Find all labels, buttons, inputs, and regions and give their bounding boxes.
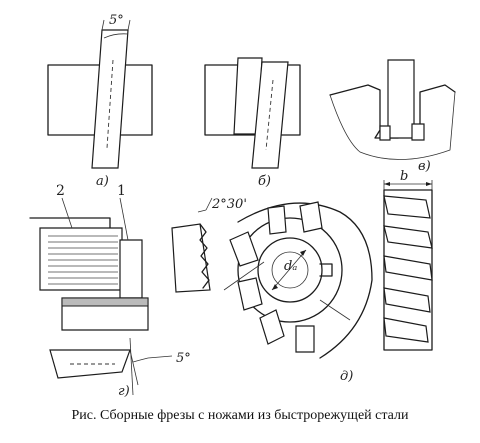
view-c-label: в) (418, 159, 431, 174)
view-a-blade-at-5-degrees: 5° а) (47, 13, 153, 189)
view-a-angle-label: 5° (109, 13, 124, 28)
view-b-label: б) (258, 174, 271, 189)
view-d-label: г) (118, 384, 130, 399)
view-e-cutter-assembly: 2°30' dₐ д) (171, 197, 373, 384)
view-e-side-teeth (383, 195, 433, 343)
figure-caption: Рис. Сборные фрезы с ножами из быстрореж… (71, 408, 409, 423)
view-e-label: д) (340, 369, 353, 384)
view-a-label: а) (96, 174, 109, 189)
view-d-part-2-label: 2 (56, 183, 65, 199)
view-d-angle-label: 5° (176, 351, 191, 366)
view-e-bore-label: dₐ (284, 259, 297, 274)
view-d-hatching (48, 235, 118, 285)
view-e-width-label: b (400, 169, 408, 184)
view-e-angle-label: 2°30' (211, 197, 247, 212)
view-d-corrugated-blade-assembly: 1 2 5° г) (29, 183, 191, 399)
view-d-part-1-label: 1 (117, 183, 126, 199)
view-e-cutter-blades (229, 201, 323, 353)
view-e-side-profile: b (383, 169, 433, 351)
view-b-blade-with-wedge: б) (204, 57, 301, 189)
view-c-dovetail-blade: в) (329, 59, 456, 174)
